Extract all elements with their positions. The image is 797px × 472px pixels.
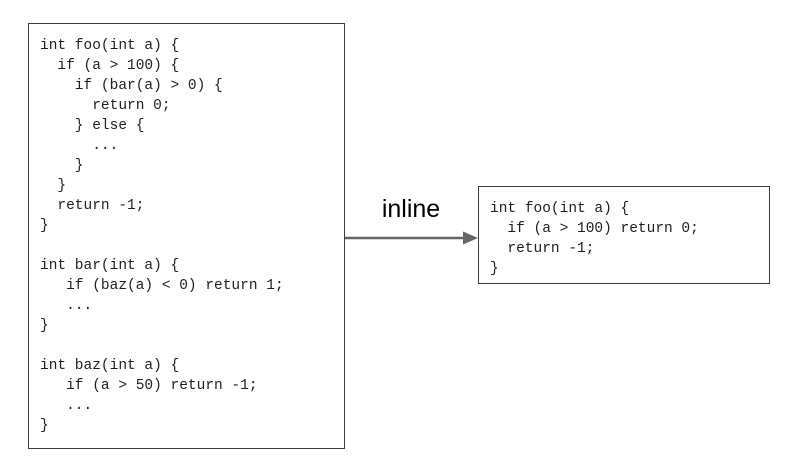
code-box-before-inlining: int foo(int a) { if (a > 100) { if (bar(…	[28, 23, 345, 449]
code-box-after-inlining: int foo(int a) { if (a > 100) return 0; …	[478, 186, 770, 284]
right-arrow-icon	[345, 231, 478, 245]
inline-transform-label: inline	[381, 195, 441, 223]
